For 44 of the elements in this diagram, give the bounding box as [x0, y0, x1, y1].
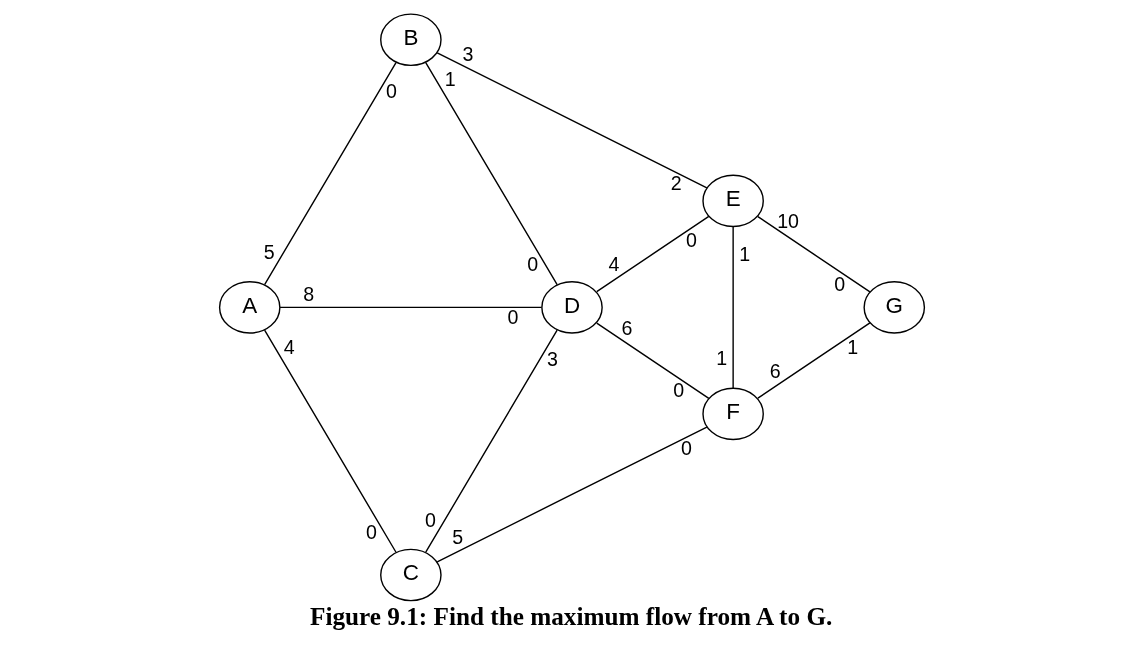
- label: 0: [385, 80, 397, 103]
- label: 1: [715, 346, 727, 369]
- label: 0: [526, 253, 538, 276]
- label: 5: [451, 525, 463, 548]
- node-ellipse: G: [862, 281, 925, 334]
- label: 0: [833, 272, 845, 295]
- label: 10: [776, 210, 799, 233]
- label: 3: [462, 42, 473, 65]
- connector: [424, 61, 558, 286]
- label: 0: [506, 306, 518, 329]
- label: 1: [444, 68, 456, 91]
- label: 0: [365, 520, 377, 543]
- node-ellipse: D: [540, 281, 603, 334]
- node-ellipse: E: [701, 174, 764, 228]
- label: 5: [263, 241, 275, 264]
- connector: [263, 329, 397, 553]
- node-ellipse: B: [379, 13, 442, 67]
- node-ellipse: A: [218, 281, 281, 334]
- label: 0: [685, 229, 697, 252]
- connector: [436, 52, 708, 189]
- connector: [731, 226, 734, 389]
- connector: [756, 215, 871, 293]
- label: 1: [846, 335, 858, 358]
- label: 6: [769, 359, 781, 382]
- label: 0: [672, 379, 684, 402]
- label: 0: [680, 437, 692, 460]
- label: 4: [608, 253, 619, 276]
- node-ellipse: C: [379, 548, 442, 602]
- label: 8: [302, 283, 314, 306]
- label: 1: [738, 242, 750, 265]
- connector: [263, 61, 397, 286]
- connector: [278, 306, 542, 309]
- connector: [595, 322, 709, 400]
- connector: [436, 426, 708, 563]
- connector: [595, 215, 709, 293]
- label: 0: [424, 508, 436, 531]
- label: 6: [620, 316, 632, 339]
- node-ellipse: F: [701, 387, 764, 441]
- label: 2: [670, 172, 682, 195]
- connector: [756, 322, 871, 399]
- connector: [424, 329, 558, 553]
- label: 3: [546, 347, 558, 370]
- caption: Figure 9.1: Find the maximum flow from A to G.: [309, 603, 832, 631]
- label: 4: [283, 336, 295, 359]
